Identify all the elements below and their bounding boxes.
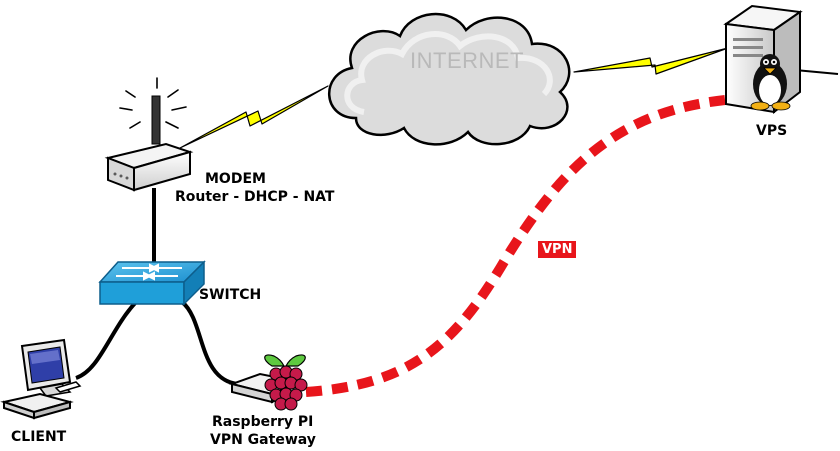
tux-penguin-icon [750, 54, 791, 111]
wireless-router-icon [104, 77, 194, 192]
vpn-tag: VPN [538, 241, 577, 258]
cloud-icon [328, 13, 571, 146]
network-switch-icon [98, 260, 206, 306]
vpn-tunnel-line [305, 95, 726, 397]
raspberry-label: Raspberry PI [212, 414, 314, 430]
vps-label: VPS [756, 123, 788, 139]
linux-server-icon [723, 4, 803, 115]
lightning-bolt-vps-icon [573, 47, 729, 75]
cable-vps-right [794, 69, 839, 75]
cable-switch-raspberry [180, 300, 239, 386]
raspberry-pi-icon [228, 354, 308, 411]
cable-switch-client [75, 300, 138, 380]
desktop-computer-icon [0, 338, 82, 420]
client-label: CLIENT [11, 429, 67, 445]
raspberry-sublabel: VPN Gateway [210, 432, 316, 448]
modem-sublabel: Router - DHCP - NAT [175, 189, 335, 205]
switch-label: SWITCH [199, 287, 262, 303]
internet-label: INTERNET [410, 48, 524, 73]
lightning-bolt-modem-icon [179, 85, 329, 149]
modem-label: MODEM [205, 171, 266, 187]
